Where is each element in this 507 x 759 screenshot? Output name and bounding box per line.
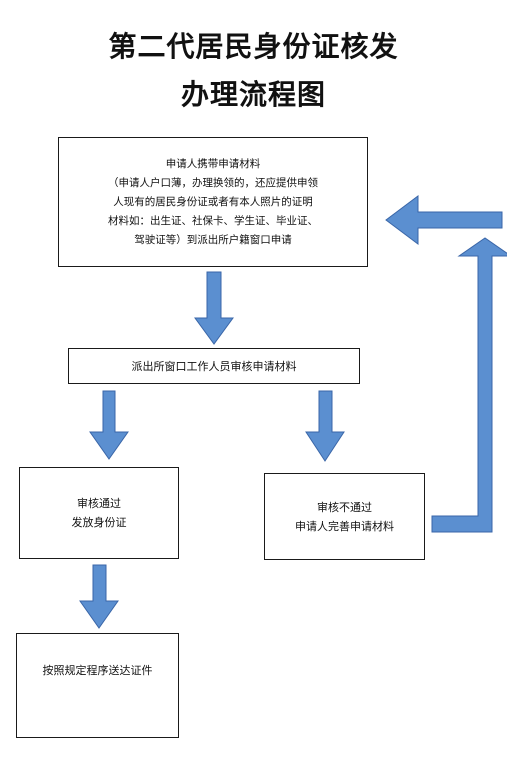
arrow-into-apply — [385, 195, 503, 245]
step-review-line: 派出所窗口工作人员审核申请材料 — [131, 359, 297, 373]
step-apply-line: （申请人户口薄，办理换领的，还应提供申领 — [108, 176, 318, 189]
arrow-review-to-pass — [89, 390, 129, 460]
step-deliver-box: 按照规定程序送达证件 — [16, 633, 179, 738]
step-fail-line: 审核不通过 — [317, 500, 372, 514]
diagram-title-line-1: 第二代居民身份证核发 — [108, 30, 399, 63]
step-pass-line: 发放身份证 — [71, 516, 127, 529]
arrow-apply-to-review — [194, 271, 234, 345]
step-fail-box: 审核不通过 申请人完善申请材料 — [264, 473, 425, 560]
arrow-pass-to-deliver — [79, 564, 119, 629]
step-fail-line: 申请人完善申请材料 — [295, 519, 394, 533]
step-apply-line: 材料如：出生证、社保卡、学生证、毕业证、 — [108, 214, 318, 227]
diagram-title-line-2: 办理流程图 — [180, 78, 326, 111]
step-pass-box: 审核通过 发放身份证 — [19, 467, 179, 559]
step-review-box: 派出所窗口工作人员审核申请材料 — [68, 348, 360, 384]
step-apply-line: 申请人携带申请材料 — [165, 157, 261, 170]
step-apply-line: 人现有的居民身份证或者有本人照片的证明 — [113, 195, 313, 208]
arrow-fail-to-apply — [431, 237, 507, 533]
step-deliver-line: 按照规定程序送达证件 — [42, 664, 153, 677]
arrow-review-to-fail — [305, 390, 345, 462]
step-apply-line: 驾驶证等）到派出所户籍窗口申请 — [134, 233, 292, 246]
step-apply-box: 申请人携带申请材料 （申请人户口薄，办理换领的，还应提供申领 人现有的居民身份证… — [58, 137, 368, 267]
step-pass-line: 审核通过 — [77, 497, 121, 510]
